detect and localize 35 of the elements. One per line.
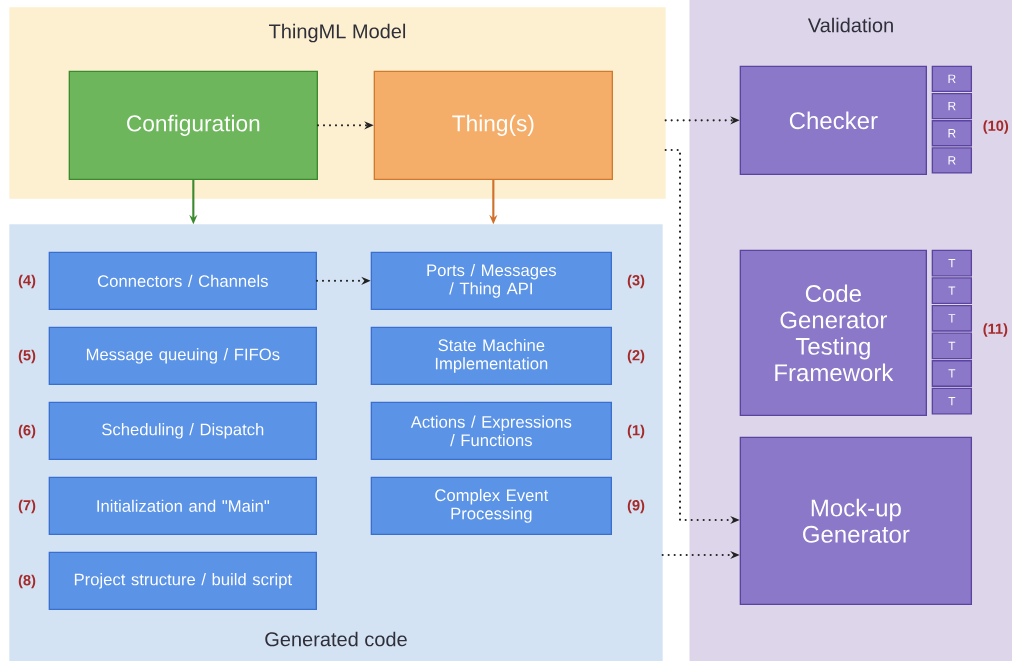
tag-box: R [931,65,972,92]
number-label: (3) [627,274,645,289]
config-box: Configuration [68,70,318,180]
number-label: (9) [627,499,645,514]
code-box: Complex Event Processing [370,476,612,535]
code-box: Scheduling / Dispatch [48,401,317,460]
code-box: Project structure / build script [48,551,317,610]
number-label: (8) [18,574,36,589]
tag-box: T [931,387,972,415]
code-box: Actions / Expressions / Functions [370,401,612,460]
tag-box: R [931,120,972,147]
tag-box: T [931,277,972,305]
tag-box: T [931,304,972,332]
number-label: (2) [627,349,645,364]
validator-box: Mock-up Generator [739,436,972,605]
tag-box: T [931,249,972,277]
code-box: Message queuing / FIFOs [48,326,317,385]
validator-box: Code Generator Testing Framework [739,249,927,416]
number-label: (10) [983,120,1009,134]
code-box: Ports / Messages / Thing API [370,251,612,310]
number-label: (4) [18,274,36,289]
number-label: (7) [18,499,36,514]
code-box: Connectors / Channels [48,251,317,310]
tag-box: R [931,147,972,174]
number-label: (1) [627,424,645,439]
code-box: State Machine Implementation [370,326,612,385]
tag-box: R [931,92,972,120]
number-label: (11) [983,323,1008,337]
number-label: (5) [18,349,36,364]
tag-box: T [931,332,972,360]
number-label: (6) [18,424,36,439]
code-box: Initialization and "Main" [48,476,317,535]
tag-box: T [931,360,972,387]
validator-box: Checker [739,65,927,175]
thing-box: Thing(s) [373,70,613,180]
